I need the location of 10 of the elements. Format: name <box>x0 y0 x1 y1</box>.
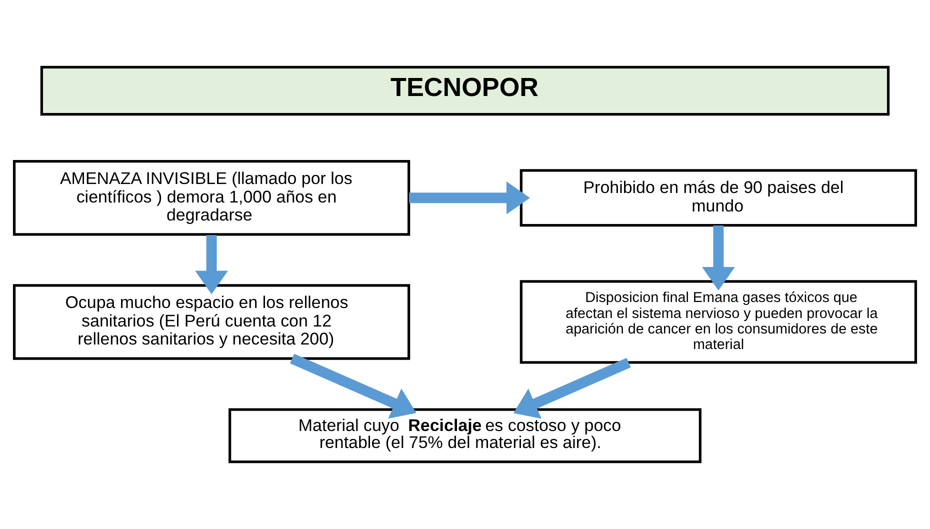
arrow <box>702 226 735 291</box>
arrow <box>409 181 530 214</box>
arrow <box>290 354 416 419</box>
arrow <box>195 234 228 294</box>
node-box: Disposicion final Emana gases tóxicos que afectan el sistema nervioso y pueden provocar la aparición de cancer en los consumidores de este material <box>520 280 918 364</box>
node-box: Prohibido en más de 90 paises del mundo <box>520 169 918 227</box>
node-box: Material cuyo Reciclaje es costoso y poco rentable (el 75% del material es aire). <box>228 408 702 464</box>
node-box: Ocupa mucho espacio en los rellenos sanitarios (El Perú cuenta con 12 rellenos sanitarios y necesita 200) <box>12 284 410 360</box>
node-box: AMENAZA INVISIBLE (llamado por los científicos ) demora 1,000 años en degradarse <box>12 160 410 236</box>
node-box: TECNOPOR <box>40 66 890 116</box>
